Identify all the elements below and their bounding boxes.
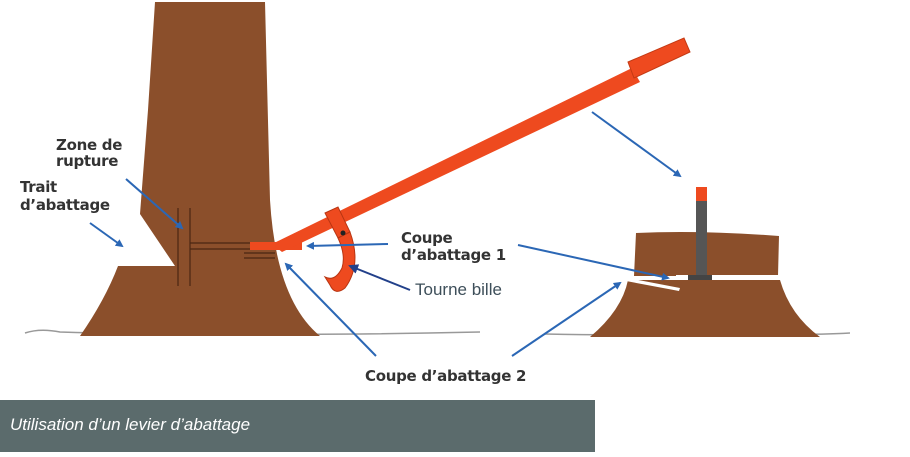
- arrow-coupe1-right: [517, 244, 670, 281]
- arrow-tourne-bille: [348, 264, 411, 291]
- arrow-zone-rupture: [125, 178, 184, 230]
- wedge-stake: [688, 187, 712, 280]
- cant-hook: [323, 206, 356, 292]
- caption-text: Utilisation d’un levier d’abattage: [10, 415, 251, 434]
- cut-lines: [177, 208, 275, 286]
- felling-lever: [250, 37, 691, 252]
- stump-cut-1: [676, 275, 780, 279]
- arrow-trait-abattage: [89, 222, 124, 248]
- stump: [590, 232, 820, 337]
- arrow-coupe2-right: [511, 281, 622, 357]
- arrow-coupe1: [306, 241, 389, 250]
- arrows: [89, 111, 682, 357]
- arrow-coupe2-left: [284, 262, 377, 357]
- label-coupe2: Coupe d’abattage 2: [365, 367, 526, 385]
- label-tourne-bille: Tourne bille: [415, 280, 502, 299]
- caption-bar: Utilisation d’un levier d’abattage: [0, 400, 595, 452]
- stump-cut-2: [626, 278, 680, 291]
- arrow-stake: [591, 111, 682, 178]
